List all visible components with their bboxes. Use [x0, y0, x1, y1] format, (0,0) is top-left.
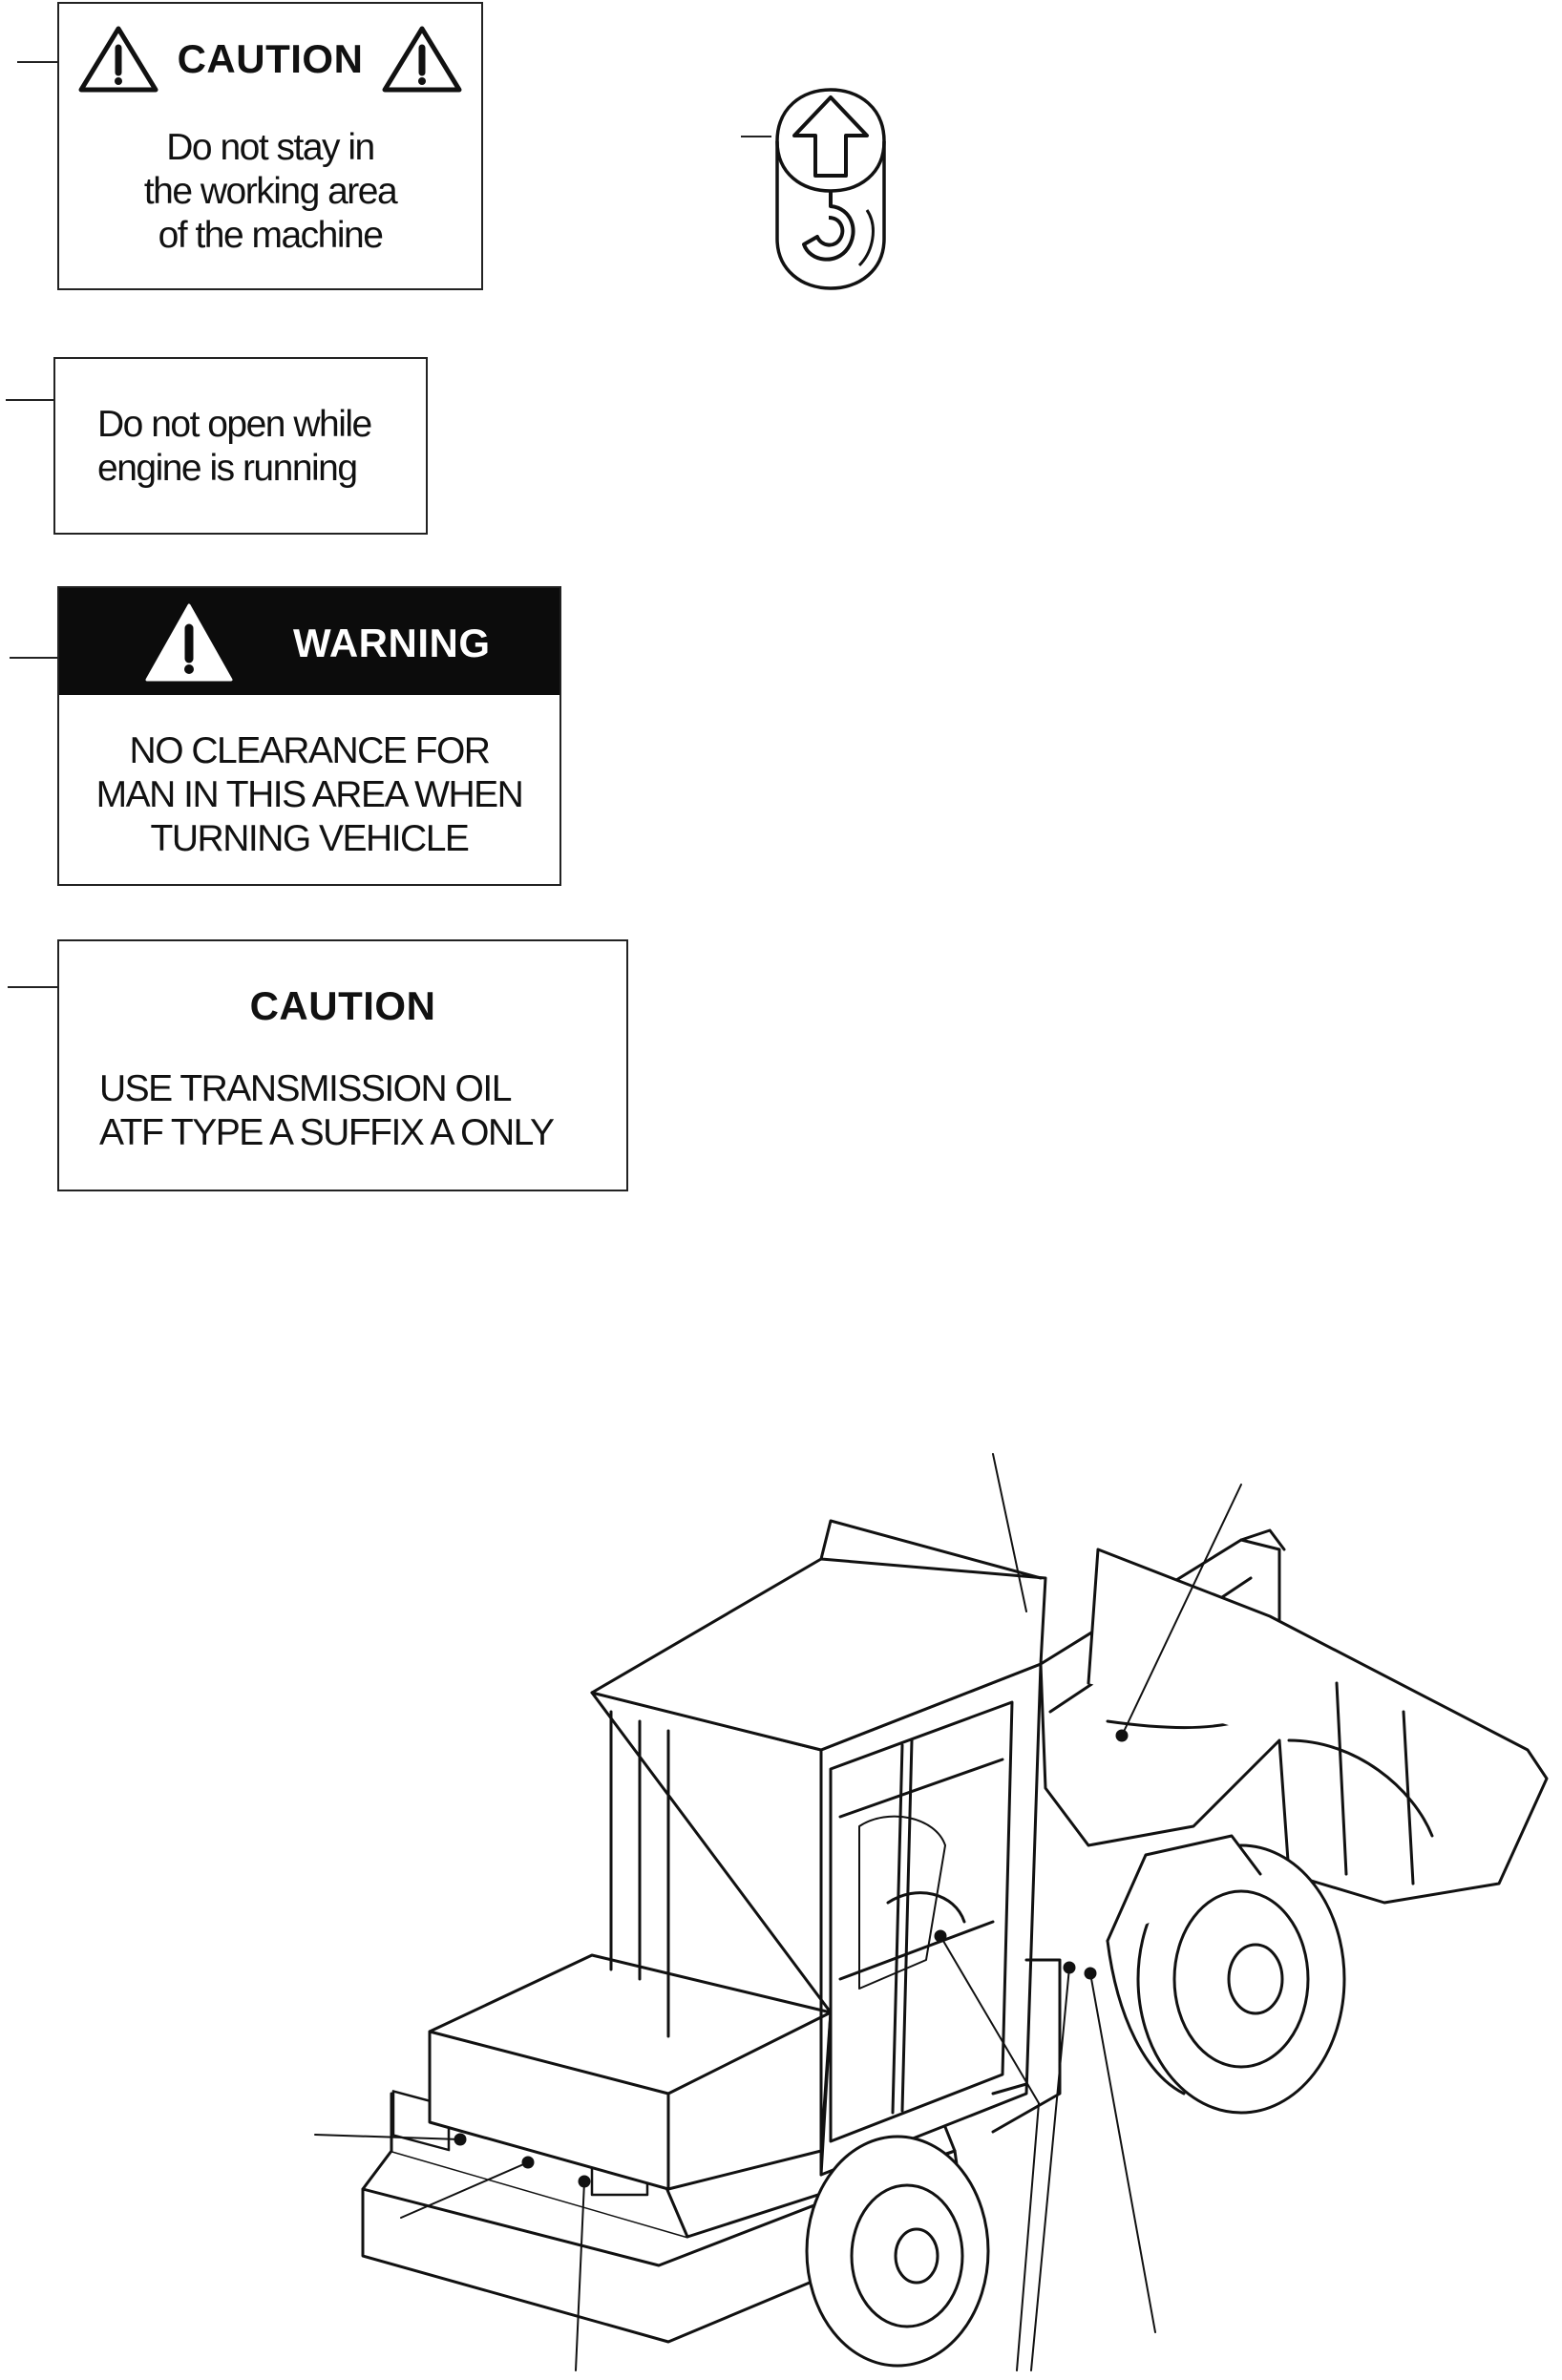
callout-line	[1121, 1484, 1242, 1737]
callout-line	[314, 2134, 461, 2140]
warning-triangle-icon	[78, 26, 158, 93]
decal-caution-working-area: CAUTION Do not stay in the working area …	[57, 2, 483, 290]
decal-message: Do not open while engine is running	[97, 404, 372, 489]
leader-line	[10, 657, 57, 659]
leader-line	[8, 986, 59, 988]
leader-line	[6, 399, 53, 401]
callout-line	[1089, 1972, 1156, 2333]
loader-bucket	[1087, 1548, 1549, 1905]
warning-triangle-icon	[382, 26, 462, 93]
decal-caution-transmission: CAUTION USE TRANSMISSION OIL ATF TYPE A …	[57, 939, 628, 1191]
decal-warning-clearance: WARNING NO CLEARANCE FOR MAN IN THIS ARE…	[57, 586, 561, 886]
cab-roof	[590, 1557, 1047, 1752]
leader-line	[741, 136, 771, 137]
callout-line	[939, 1935, 1040, 2371]
callout-line	[575, 2180, 585, 2371]
warning-triangle-icon	[145, 603, 233, 682]
callout-line	[400, 2161, 529, 2219]
decal-message: NO CLEARANCE FOR MAN IN THIS AREA WHEN T…	[95, 730, 524, 859]
front-wheel	[1136, 1843, 1346, 2115]
decal-title: CAUTION	[249, 983, 436, 1028]
decal-title: WARNING	[293, 621, 491, 665]
decal-caution-header: CAUTION	[59, 25, 481, 94]
lifting-hook-arrow-icon	[775, 88, 886, 290]
wheel-loader-illustration	[314, 1453, 1549, 2371]
decal-title: CAUTION	[177, 36, 364, 81]
callout-line	[1030, 1967, 1070, 2371]
decal-message: USE TRANSMISSION OIL ATF TYPE A SUFFIX A…	[99, 1068, 555, 1153]
leader-line	[17, 61, 59, 63]
callout-line	[992, 1453, 1027, 1612]
decal-do-not-open: Do not open while engine is running	[53, 357, 428, 535]
decal-warning-header: WARNING	[59, 588, 559, 695]
decal-message: Do not stay in the working area of the m…	[143, 127, 398, 256]
